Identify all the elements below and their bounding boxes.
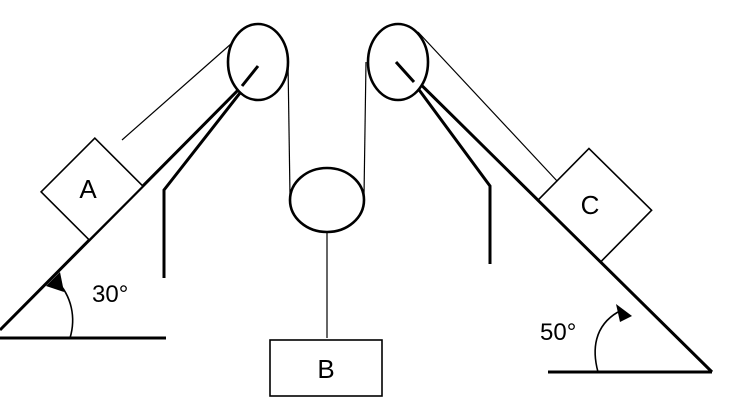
block-b-label: B — [317, 354, 334, 384]
hanging-pulley — [288, 166, 366, 234]
string-c-to-right-pulley — [417, 31, 559, 183]
strings — [121, 31, 559, 338]
left-pulley — [226, 22, 290, 102]
right-angle-label: 50° — [540, 319, 576, 346]
block-a — [39, 136, 145, 242]
block-c — [537, 147, 653, 263]
left-angle-label: 30° — [92, 281, 128, 308]
left-angle-arrowhead — [46, 272, 64, 292]
right-pulley-axle — [394, 60, 416, 84]
right-angle-marker — [594, 304, 632, 373]
string-left-pulley-down — [287, 61, 291, 197]
block-a-label: A — [79, 174, 97, 204]
left-angle-marker — [46, 272, 74, 339]
right-angle-arrowhead — [616, 304, 632, 322]
right-pulley-support — [398, 63, 492, 264]
string-right-pulley-down — [363, 61, 367, 197]
block-b — [269, 339, 383, 397]
block-c-label: C — [581, 190, 600, 220]
left-incline — [0, 64, 264, 340]
left-pulley-axle — [240, 65, 260, 87]
left-pulley-support — [162, 69, 260, 278]
string-a-to-left-pulley — [121, 35, 241, 141]
